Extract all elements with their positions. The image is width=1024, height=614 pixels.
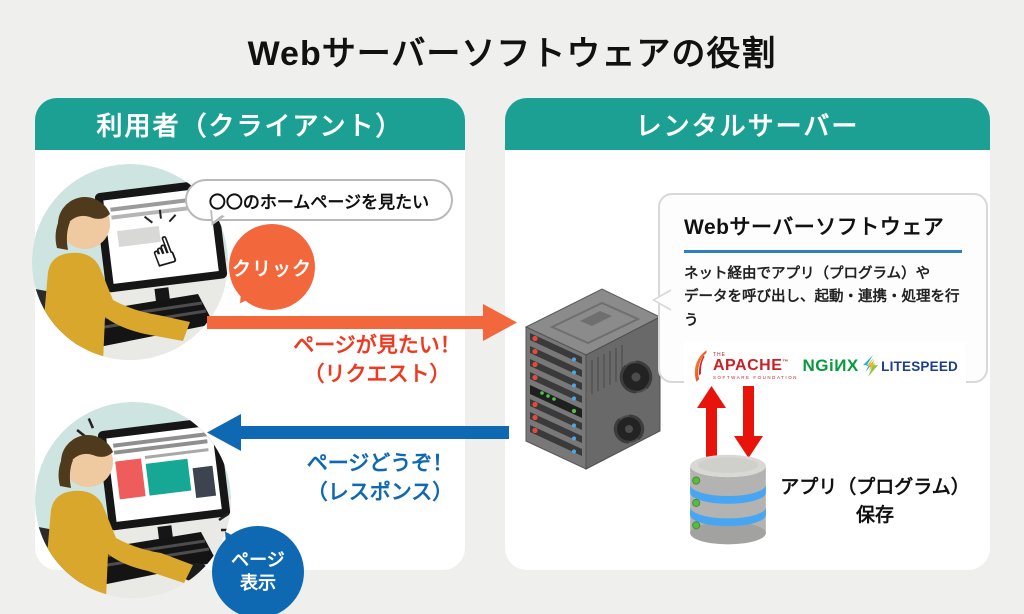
rental-server-header-label: レンタルサーバー (635, 110, 860, 141)
storage-caption: アプリ（プログラム） 保存 (755, 474, 995, 529)
request-line2: （リクエスト） (303, 362, 451, 386)
arrow-up-icon (706, 406, 717, 458)
response-line2: （レスポンス） (306, 480, 454, 504)
software-description-line1: ネット経由でアプリ（プログラム）や (684, 266, 931, 282)
apache-trademark: ™ (782, 360, 789, 367)
nginx-logo: NGiИX (802, 356, 858, 376)
litespeed-logo: LITESPEED (863, 355, 958, 378)
response-line1: ページどうぞ！ (306, 452, 454, 475)
page-display-bubble: ページ 表示 (212, 526, 304, 614)
person-at-computer-icon: ☝ (32, 164, 228, 360)
litespeed-bolt-icon (863, 355, 879, 378)
web-server-software-box: Webサーバーソフトウェア ネット経由でアプリ（プログラム）や データを呼び出し… (652, 193, 988, 391)
rental-server-panel: レンタルサーバー (505, 98, 990, 570)
request-caption: ページが見たい！ （リクエスト） (247, 332, 507, 390)
database-icon (690, 454, 766, 545)
client-panel-header: 利用者（クライアント） (35, 98, 465, 150)
arrow-down-icon (743, 386, 754, 436)
server-fan-icon (613, 360, 653, 444)
nginx-wordmark: NGiИX (802, 356, 859, 376)
storage-line1: アプリ（プログラム） (780, 477, 970, 498)
click-label: クリック (231, 258, 312, 280)
response-caption: ページどうぞ！ （レスポンス） (250, 450, 510, 508)
click-bubble: クリック (229, 224, 315, 310)
server-tower-illustration (508, 281, 668, 476)
apache-logo: THE APACHE™ SOFTWARE FOUNDATION (692, 350, 798, 383)
app-storage-illustration (685, 452, 771, 552)
page-display-line2: 表示 (240, 573, 276, 593)
response-arrow (207, 414, 509, 451)
software-description-line2: データを呼び出し、起動・連携・処理を行う (684, 289, 960, 329)
storage-line2: 保存 (855, 504, 894, 526)
rental-server-panel-header: レンタルサーバー (505, 98, 990, 150)
request-line1: ページが見たい！ (293, 334, 461, 357)
request-arrow (207, 304, 517, 341)
client-wish-bubble: 〇〇のホームページを見たい (185, 179, 453, 221)
server-tower-icon (524, 288, 662, 470)
apache-subtext: SOFTWARE FOUNDATION (713, 375, 799, 381)
software-box-description: ネット経由でアプリ（プログラム）や データを呼び出し、起動・連携・処理を行う (684, 263, 962, 333)
client-panel-header-label: 利用者（クライアント） (96, 110, 404, 141)
software-box-title: Webサーバーソフトウェア (684, 211, 962, 253)
person-clicking-illustration: ☝ (30, 162, 230, 362)
person-viewing-illustration (33, 400, 233, 600)
apache-wordmark: APACHE (713, 357, 783, 375)
software-logo-strip: THE APACHE™ SOFTWARE FOUNDATION NGiИX LI… (684, 342, 966, 391)
litespeed-wordmark: LITESPEED (881, 358, 958, 374)
person-at-computer-icon (35, 402, 231, 598)
apache-pretext: THE (713, 352, 726, 359)
apache-feather-icon (694, 350, 707, 382)
client-wish-label: 〇〇のホームページを見たい (208, 192, 430, 212)
page-display-line1: ページ (231, 549, 285, 570)
client-panel: 利用者（クライアント） (32, 98, 465, 614)
server-storage-exchange-arrows (697, 386, 763, 463)
page-title: Webサーバーソフトウェアの役割 (247, 35, 777, 73)
